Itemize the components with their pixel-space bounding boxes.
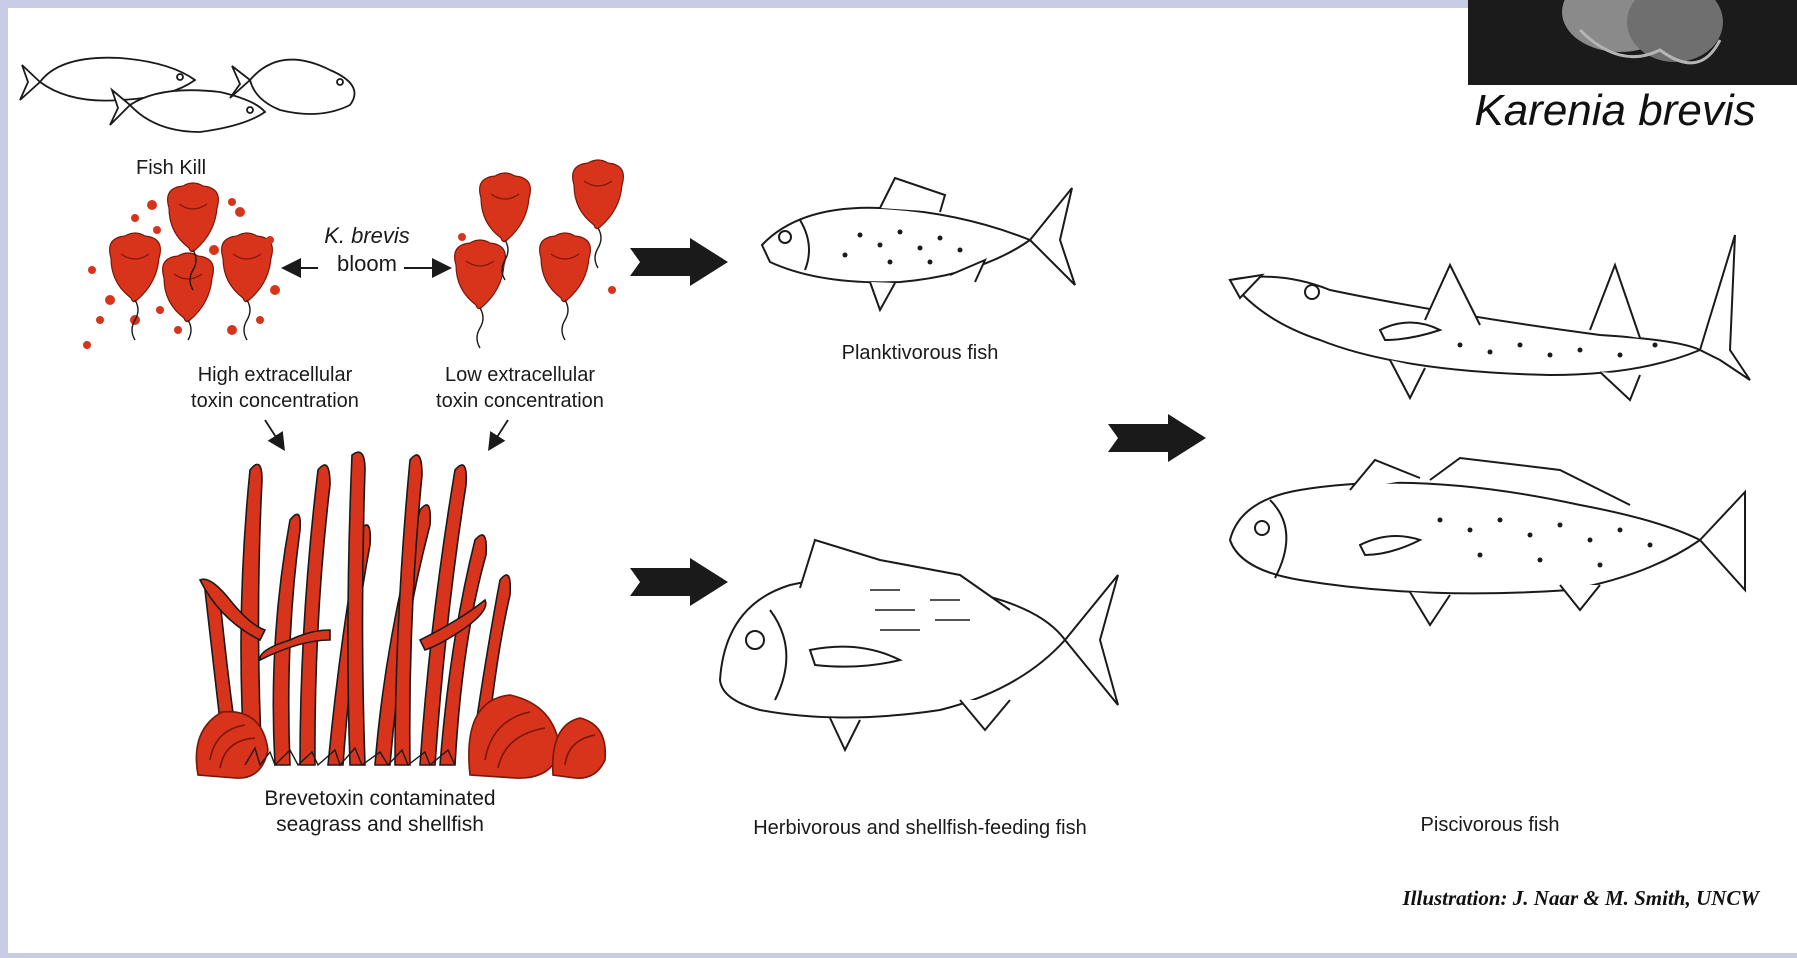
label-seagrass-line1: Brevetoxin contaminated xyxy=(230,786,530,812)
label-fish-kill: Fish Kill xyxy=(136,155,206,181)
illustration-credit: Illustration: J. Naar & M. Smith, UNCW xyxy=(1402,886,1759,911)
label-high-toxin-line1: High extracellular xyxy=(140,362,410,388)
label-planktivorous: Planktivorous fish xyxy=(780,340,1060,366)
label-k-brevis: K. brevis xyxy=(322,222,412,250)
label-herbivorous: Herbivorous and shellfish-feeding fish xyxy=(710,815,1130,841)
label-seagrass: Brevetoxin contaminated seagrass and she… xyxy=(230,786,530,838)
label-bloom: bloom xyxy=(337,251,397,276)
label-low-toxin-line2: toxin concentration xyxy=(385,388,655,414)
label-low-toxin-line1: Low extracellular xyxy=(385,362,655,388)
karenia-micrograph xyxy=(1468,0,1797,85)
label-high-toxin: High extracellular toxin concentration xyxy=(140,362,410,414)
label-piscivorous: Piscivorous fish xyxy=(1380,812,1600,838)
species-name: Karenia brevis xyxy=(1440,86,1790,136)
label-high-toxin-line2: toxin concentration xyxy=(140,388,410,414)
label-low-toxin: Low extracellular toxin concentration xyxy=(385,362,655,414)
label-k-brevis-bloom: K. brevis bloom xyxy=(322,222,412,278)
label-seagrass-line2: seagrass and shellfish xyxy=(230,812,530,838)
